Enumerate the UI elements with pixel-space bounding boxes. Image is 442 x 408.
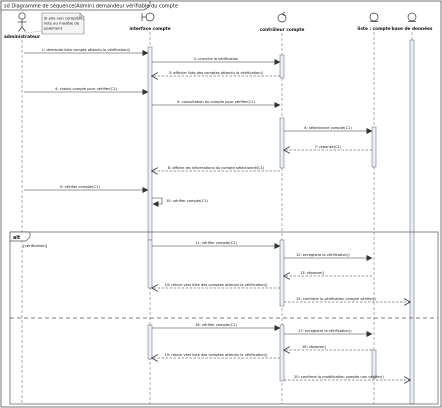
lifeline-label-ctrl: contrôleur compte xyxy=(260,26,305,33)
frame-tab xyxy=(0,0,151,11)
message-label: 13: réponse() xyxy=(300,271,325,275)
message-label: 20: confirme la modification compte non … xyxy=(294,375,384,379)
self-message-arrow xyxy=(152,197,163,207)
message-group: 1: demande liste compte attendu la vérif… xyxy=(24,48,410,380)
lifeline-label-admin: administrateur xyxy=(4,34,41,40)
note-fold xyxy=(79,13,84,18)
actor-head xyxy=(18,12,26,20)
message-label: 12: enregistre la vérification() xyxy=(296,253,350,257)
activation-bd xyxy=(409,39,415,405)
boundary-iface xyxy=(141,12,155,22)
message-label: 17: enregistre la vérification() xyxy=(298,329,352,333)
activation-ctrl-3 xyxy=(279,239,285,307)
message-label: 5: consultation du compte pour vérifier(… xyxy=(177,100,256,104)
entity-bd xyxy=(407,12,417,22)
message-label: 11: vérifier compte(C1) xyxy=(195,241,238,245)
note-box xyxy=(41,12,85,35)
activation-ctrl-4 xyxy=(279,324,285,382)
lifeline-label-bd: base de données xyxy=(392,25,433,32)
note-line-3: paiement xyxy=(44,26,63,31)
entity-liste xyxy=(369,12,379,22)
frame-label: sd Diagramme de séquence(Admin) demandeu… xyxy=(4,3,178,10)
activation-iface-3 xyxy=(147,324,153,360)
lifeline-label-liste: liste : compte xyxy=(357,26,390,32)
note-line-2: liste au modèle de xyxy=(44,21,80,26)
message-label: 8: affiche les informations du compte sé… xyxy=(168,166,265,170)
boundary-icon xyxy=(145,12,155,22)
message-label: 10: vérifier compte(C1) xyxy=(166,199,209,203)
control-arrow xyxy=(281,11,286,17)
alt-label: alt xyxy=(13,235,21,241)
message-label: 6: sélectionne compte(C1) xyxy=(304,126,352,130)
activation-ctrl-2 xyxy=(279,117,285,169)
control-ctrl xyxy=(277,11,287,23)
message-label: 3: afficher liste des comptes attendu la… xyxy=(169,71,264,75)
activation-liste-1 xyxy=(371,126,377,168)
message-label: 2: cherche la vérification xyxy=(194,57,239,61)
lifeline-label-iface: interface compte xyxy=(129,26,170,32)
alt-guard: [vérification] xyxy=(23,243,48,248)
activation-ctrl-1 xyxy=(279,54,285,79)
actor-leg-right xyxy=(21,26,26,32)
message-label: 16: vérifier compte(C1) xyxy=(195,323,238,327)
note-line-1: Si elle non complète, xyxy=(44,16,84,21)
message-label: 4: choisir compte pour vérifier(C1) xyxy=(55,87,118,91)
actor-leg-left xyxy=(18,26,23,32)
message-label: 9: vérifier compte(C1) xyxy=(60,185,100,189)
entity-icon xyxy=(369,12,379,22)
alt-tab xyxy=(9,231,31,242)
database-icon xyxy=(407,12,417,22)
message-label: 15: confirme la vérification compte véri… xyxy=(296,297,376,301)
message-label: 18: réponse() xyxy=(302,345,327,349)
note-anchor-line xyxy=(24,30,43,34)
actor-admin xyxy=(17,12,27,32)
message-label: 19: retour vers liste des comptes attend… xyxy=(164,353,268,357)
message-label: 14: retour vers liste des comptes attend… xyxy=(164,283,268,287)
message-label: 1: demande liste compte attendu la vérif… xyxy=(42,48,131,52)
control-icon xyxy=(277,13,287,23)
activation-liste-2 xyxy=(371,349,377,379)
activation-iface-2 xyxy=(147,239,153,289)
activation-iface-1 xyxy=(147,46,153,241)
message-label: 7: reponse(C1) xyxy=(315,145,342,149)
